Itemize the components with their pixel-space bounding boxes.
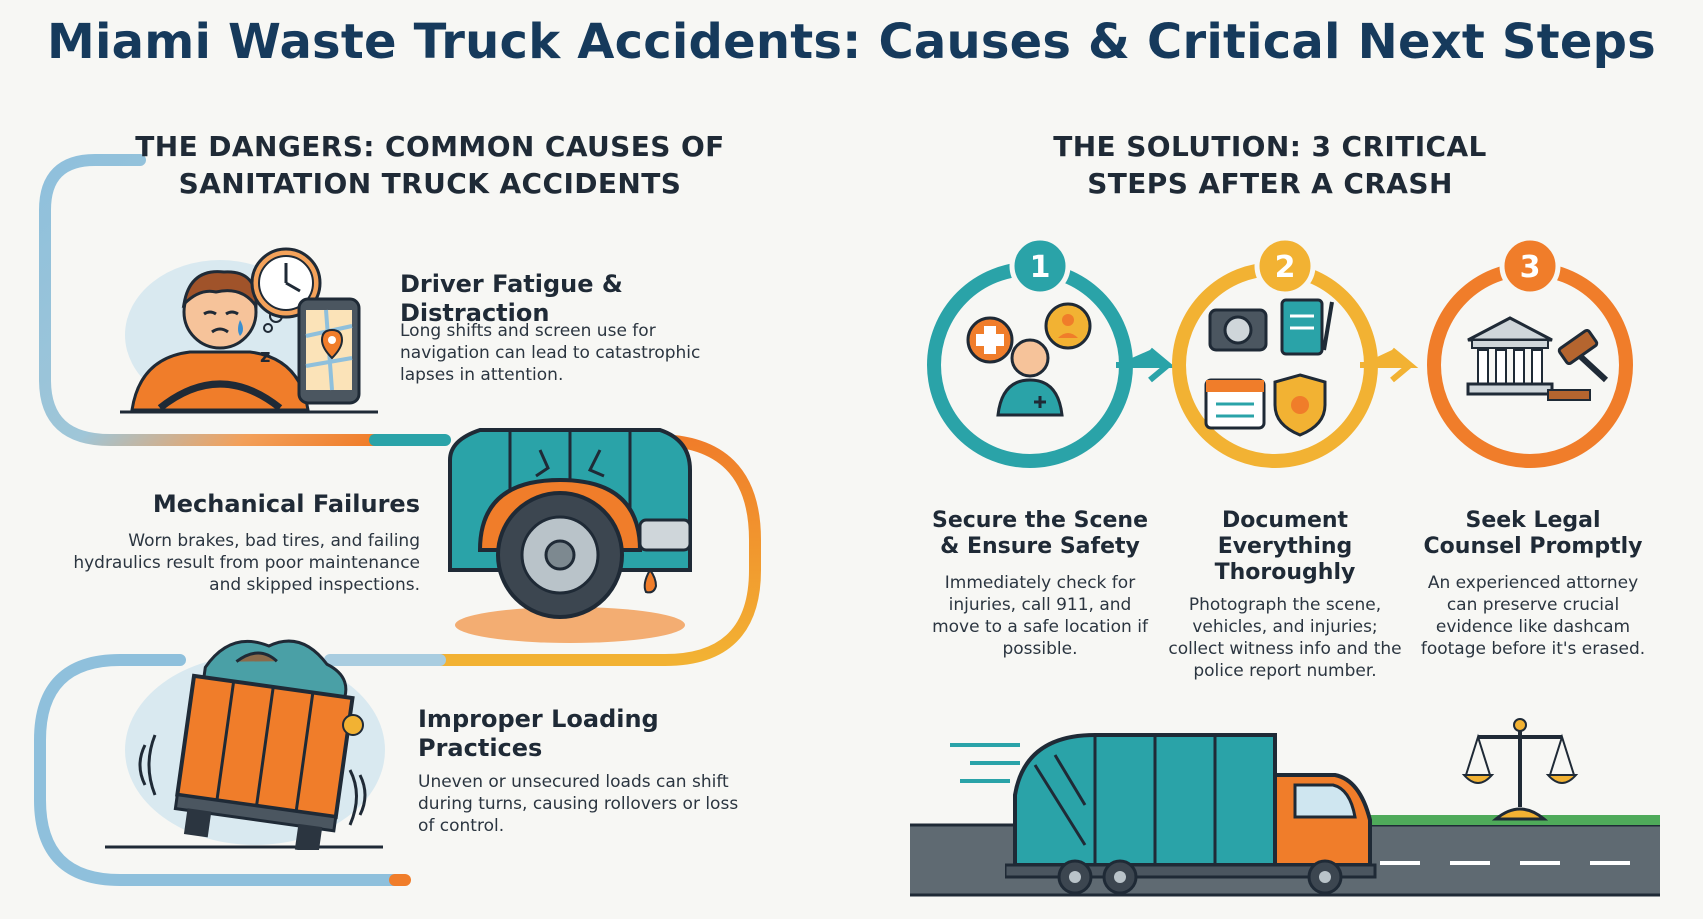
medical-cross-icon xyxy=(966,316,1014,364)
step-desc-3: An experienced attorney can preserve cru… xyxy=(1420,573,1646,659)
step-circle-3 xyxy=(1427,262,1633,468)
step-number-2: 2 xyxy=(1275,250,1296,285)
cause-title-mechanical: Mechanical Failures xyxy=(152,490,420,518)
step-number-badge-2 xyxy=(1254,235,1316,297)
step-circle-2 xyxy=(1172,262,1378,468)
scales-of-justice-icon xyxy=(1461,718,1579,821)
phone-map-icon xyxy=(297,297,361,405)
person-icon xyxy=(996,338,1064,417)
overloaded-truck-icon xyxy=(105,639,385,850)
dangers-heading: THE DANGERS: COMMON CAUSES OF SANITATION… xyxy=(135,130,725,200)
camera-icon xyxy=(1208,308,1268,352)
path-road-3 xyxy=(34,654,401,886)
garbage-truck-icon xyxy=(1005,733,1377,895)
svg-text:z: z xyxy=(260,346,270,367)
step-title-3: Seek Legal Counsel Promptly xyxy=(1423,508,1643,559)
calendar-form-icon xyxy=(1204,378,1266,430)
path-road-1 xyxy=(39,154,381,446)
steps-diagram: 1 2 3 xyxy=(927,235,1633,468)
police-badge-icon xyxy=(1273,373,1327,437)
step-desc-1: Immediately check for injuries, call 911… xyxy=(932,573,1148,659)
step-number-badge-3 xyxy=(1499,235,1561,297)
step-number-badge-1 xyxy=(1009,235,1071,297)
cause-title-loading: Improper Loading Practices xyxy=(418,705,659,762)
cause-desc-fatigue: Long shifts and screen use for navigatio… xyxy=(400,321,701,385)
step-title-1: Secure the Scene & Ensure Safety xyxy=(931,508,1149,559)
page-title: Miami Waste Truck Accidents: Causes & Cr… xyxy=(47,14,1656,70)
truck-wheel-icon xyxy=(448,428,692,643)
step-title-2: Document Everything Thoroughly xyxy=(1214,508,1356,585)
solution-heading: THE SOLUTION: 3 CRITICAL STEPS AFTER A C… xyxy=(1053,130,1487,200)
step-number-3: 3 xyxy=(1520,250,1541,285)
cause-desc-mechanical: Worn brakes, bad tires, and failing hydr… xyxy=(73,531,420,595)
gavel-icon xyxy=(1547,328,1609,401)
cause-title-fatigue: Driver Fatigue & Distraction xyxy=(400,270,623,327)
courthouse-icon xyxy=(1466,316,1554,396)
cause-desc-loading: Uneven or unsecured loads can shift duri… xyxy=(418,772,739,836)
path-road-2 xyxy=(434,434,761,666)
notebook-icon xyxy=(1280,298,1334,356)
alert-person-icon xyxy=(1044,302,1092,350)
step-number-1: 1 xyxy=(1030,250,1051,285)
step-desc-2: Photograph the scene, vehicles, and inju… xyxy=(1168,595,1402,681)
